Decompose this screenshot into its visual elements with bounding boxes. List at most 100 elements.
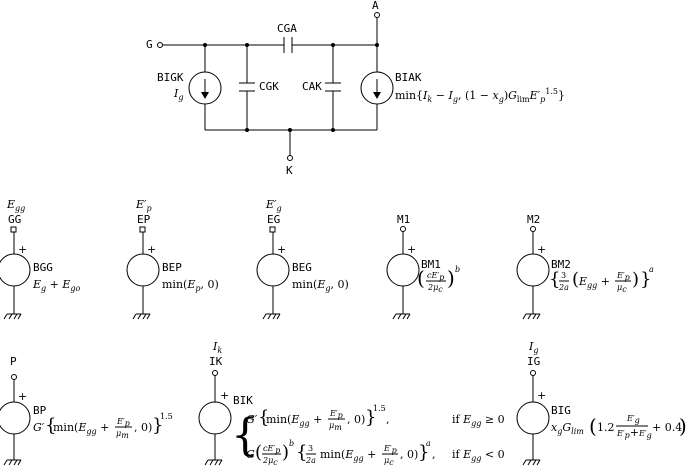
svg-text:G′: G′ xyxy=(33,421,45,434)
svg-text:3: 3 xyxy=(308,444,313,453)
bm2-expression: { 3 2a ( Egg + E′p μc ) } a xyxy=(549,265,654,294)
svg-text:, 0): , 0) xyxy=(347,413,365,426)
bik-label: BIK xyxy=(233,394,253,407)
svg-text:a: a xyxy=(426,439,431,448)
svg-text:, 0): , 0) xyxy=(134,421,152,434)
svg-text:(: ( xyxy=(417,266,425,290)
svg-text:{: { xyxy=(258,407,269,428)
cathode-terminal xyxy=(287,155,293,161)
svg-text:E′g: E′g xyxy=(626,414,640,425)
bm1-node-label: M1 xyxy=(397,213,410,226)
svg-text:+: + xyxy=(18,243,27,256)
svg-text:+: + xyxy=(277,243,286,256)
bik-condition-1: if Egg ≥ 0 xyxy=(452,413,505,428)
svg-text:(: ( xyxy=(572,269,579,290)
bgg-expression: Eg + Ego xyxy=(32,278,81,293)
svg-text:2μc: 2μc xyxy=(262,456,278,467)
biak-expression: min{Ik − Ig, (1 − xg)GlimE′p1.5} xyxy=(395,87,565,104)
bp-expression: G′ { min(Egg + E′p μm , 0) } 1.5 xyxy=(33,412,173,440)
svg-text:2a: 2a xyxy=(305,456,316,465)
bep-label: BEP xyxy=(162,261,182,274)
svg-text:,: , xyxy=(432,448,436,461)
svg-text:min(Egg +: min(Egg + xyxy=(320,448,376,463)
svg-text:b: b xyxy=(289,439,294,448)
svg-text:E′p+E′g: E′p+E′g xyxy=(616,426,652,440)
svg-text:E′p: E′p xyxy=(383,444,397,455)
bik-case-1: G′ { min(Egg + E′p μm , 0) } 1.5 , if Eg… xyxy=(246,404,505,432)
svg-text:, 0): , 0) xyxy=(400,448,418,461)
top-circuit: G CGA A BIGK Ig CGK C xyxy=(146,0,565,177)
svg-text:1.5: 1.5 xyxy=(373,404,386,413)
cga-label: CGA xyxy=(277,22,297,35)
svg-text:(: ( xyxy=(589,414,597,438)
svg-text:E′p: E′p xyxy=(616,271,630,282)
cathode-node-label: K xyxy=(286,164,293,177)
svg-text:a: a xyxy=(649,265,654,274)
svg-text:μm: μm xyxy=(329,421,342,432)
bik-voltage-source xyxy=(198,401,232,435)
svg-text:Egg +: Egg + xyxy=(578,275,610,290)
gate-terminal xyxy=(157,42,163,48)
svg-text:3: 3 xyxy=(561,271,566,280)
svg-text:cE′p: cE′p xyxy=(263,444,280,455)
bep-variable: E′p xyxy=(135,198,152,213)
bm1-expression: ( cE′p 2μc ) b xyxy=(417,265,460,294)
svg-text:+: + xyxy=(537,243,546,256)
svg-text:{: { xyxy=(231,410,259,461)
bgg-voltage-source xyxy=(0,253,31,287)
bgg-node-label: GG xyxy=(8,213,21,226)
source-bm2: M2 + BM2 { 3 2a ( Egg + E′p μc ) } a xyxy=(516,213,654,320)
bp-label: BP xyxy=(33,404,47,417)
bep-node-label: EP xyxy=(137,213,151,226)
bik-variable: Ik xyxy=(212,340,222,355)
svg-text:xgGlim: xgGlim xyxy=(551,421,584,436)
anode-node-label: A xyxy=(372,0,379,12)
bp-voltage-source xyxy=(0,401,31,435)
svg-text:G: G xyxy=(246,448,255,461)
cgk-label: CGK xyxy=(259,80,279,93)
svg-text:{: { xyxy=(549,269,560,290)
svg-text:): ) xyxy=(679,414,687,438)
source-beg: E′g EG + BEG min(Eg, 0) xyxy=(256,198,349,320)
svg-text:): ) xyxy=(282,442,289,463)
svg-text:E′p: E′p xyxy=(329,409,343,420)
big-node-label: IG xyxy=(527,355,540,368)
svg-text:}: } xyxy=(418,442,429,463)
svg-text:(: ( xyxy=(255,442,262,463)
big-expression: xgGlim ( 1.2 E′g E′p+E′g + 0.4 ) xyxy=(551,414,687,440)
beg-variable: E′g xyxy=(265,198,282,213)
bik-case-2: G ( cE′p 2μc ) b { 3 2a min(Egg + E′p μc… xyxy=(246,439,505,467)
bik-condition-2: if Egg < 0 xyxy=(452,448,505,463)
svg-text:): ) xyxy=(447,266,455,290)
big-label: BIG xyxy=(551,404,571,417)
biak-label: BIAK xyxy=(395,71,422,84)
svg-text:μc: μc xyxy=(384,456,394,467)
source-bep: E′p EP + BEP min(Ep, 0) xyxy=(126,198,219,320)
big-variable: Ig xyxy=(528,340,538,355)
bgg-label: BGG xyxy=(33,261,53,274)
gate-node-label: G xyxy=(146,38,153,51)
big-voltage-source xyxy=(516,401,550,435)
source-big: Ig IG + BIG xgGlim ( 1.2 E′g E′p+E′g + 0… xyxy=(516,340,687,466)
source-bp: P + BP G′ { min(Egg + E′p μm , 0) } 1.5 xyxy=(0,355,173,466)
anode-terminal xyxy=(374,12,380,18)
svg-text:1.2: 1.2 xyxy=(597,421,615,434)
svg-text:1.5: 1.5 xyxy=(160,412,173,421)
bm1-voltage-source xyxy=(386,253,420,287)
svg-text:min(Egg +: min(Egg + xyxy=(53,421,109,436)
svg-text:}: } xyxy=(365,407,376,428)
bik-node-label: IK xyxy=(209,355,223,368)
svg-text:min(Egg +: min(Egg + xyxy=(266,413,322,428)
svg-text:+: + xyxy=(407,243,416,256)
bep-voltage-source xyxy=(126,253,160,287)
svg-text:μm: μm xyxy=(116,429,129,440)
beg-expression: min(Eg, 0) xyxy=(292,278,349,293)
svg-text:{: { xyxy=(45,415,56,436)
bm2-node-label: M2 xyxy=(527,213,540,226)
bep-expression: min(Ep, 0) xyxy=(162,278,219,293)
svg-text:μc: μc xyxy=(617,283,627,294)
svg-text:+: + xyxy=(220,389,229,402)
bigk-expression: Ig xyxy=(173,87,183,102)
beg-label: BEG xyxy=(292,261,312,274)
source-bm1: M1 + BM1 ( cE′p 2μc ) b xyxy=(386,213,460,320)
